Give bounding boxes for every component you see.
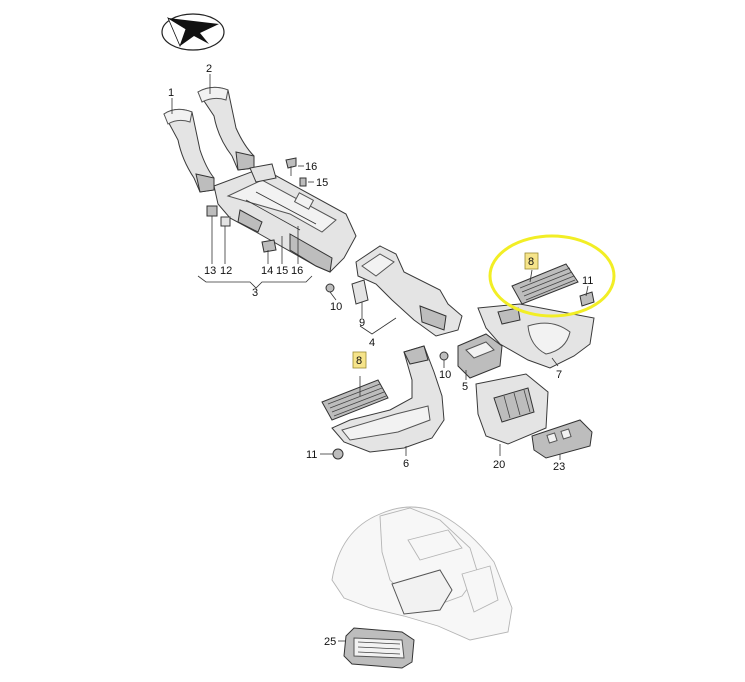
callout-6: 6 [403,458,409,470]
bolt-part-10-right [439,351,449,361]
vent-housing-part-5 [457,333,503,379]
clip-part-13 [206,205,218,217]
callout-5: 5 [462,381,468,393]
callout-8-lower: 8 [356,355,362,367]
callout-13: 13 [204,265,216,277]
callout-8-upper-box [524,252,539,270]
clip-part-11-left [332,448,344,460]
callout-23: 23 [553,461,565,473]
grille-part-8-upper [511,263,579,305]
nut-part-14 [261,239,277,253]
bracket-part-9 [351,279,369,305]
callout-15-bottom: 15 [276,265,288,277]
callout-15-top: 15 [316,177,328,189]
rear-vent-part-20 [475,373,549,445]
direction-arrow-icon [161,13,225,51]
clip-part-12 [220,216,231,227]
callout-11-left: 11 [306,449,317,461]
callout-8-upper: 8 [528,256,534,268]
air-duct-part-2 [197,86,255,171]
callout-4: 4 [369,337,375,349]
duct-bracket-part-3 [213,163,357,273]
callout-20: 20 [493,459,505,471]
callout-14: 14 [261,265,273,277]
clip-part-11-right [579,291,595,307]
callout-2: 2 [206,63,212,75]
callout-1: 1 [168,87,174,99]
duct-part-4 [355,245,463,337]
callout-8-lower-box [352,351,367,369]
callout-11-right: 11 [582,275,593,287]
callout-16-bottom: 16 [291,265,303,277]
console-duct-part-6 [331,345,445,453]
callouts: 1 2 16 15 13 12 14 15 16 3 10 9 4 5 10 7… [168,63,593,648]
air-duct-part-1 [163,108,215,193]
grille-part-8-lower [321,379,389,421]
callout-3: 3 [252,287,258,299]
callout-16-top: 16 [305,161,317,173]
leader-lines [171,74,589,642]
callout-7: 7 [556,369,562,381]
switch-panel-part-23 [531,419,593,459]
bolt-part-10-left [325,283,335,293]
callout-10-right: 10 [439,369,451,381]
vehicle-interior-ghost [331,506,513,641]
grille-part-25 [343,627,415,669]
callout-12: 12 [220,265,232,277]
highlight-ring [488,234,616,318]
bolt-part-15-top [299,177,307,187]
callout-10-left: 10 [330,301,342,313]
rear-cover-part-7 [477,303,595,369]
callout-9: 9 [359,317,365,329]
callout-25: 25 [324,636,336,648]
bolt-part-16-top [285,157,297,176]
